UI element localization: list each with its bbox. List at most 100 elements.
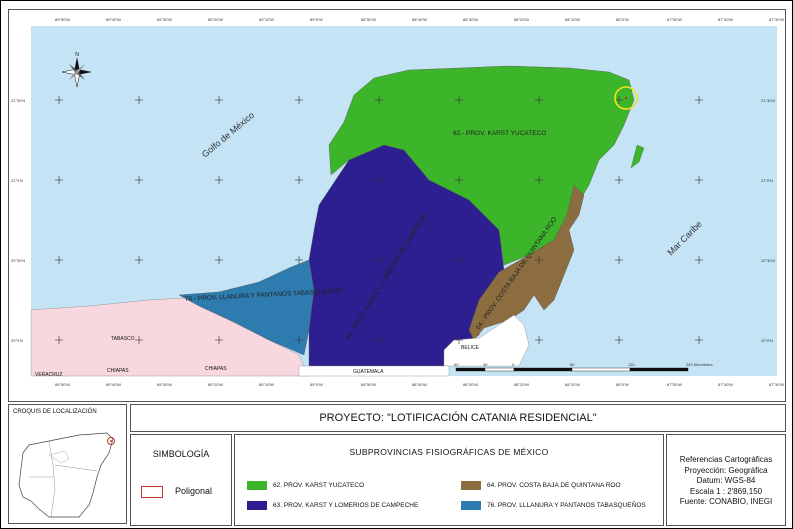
tick-label: 89°40'W xyxy=(106,382,121,387)
croquis-panel: CROQUIS DE LOCALIZACIÓN xyxy=(8,404,127,524)
svg-text:N: N xyxy=(75,52,79,58)
legend-swatch xyxy=(247,501,267,510)
tick-label: 89°20'W xyxy=(208,382,223,387)
region-costa-baja xyxy=(468,184,585,341)
tick-label: 88°40'W xyxy=(412,382,427,387)
subprovincias-panel: SUBPROVINCIAS FISIOGRÁFICAS DE MÉXICO 62… xyxy=(234,434,664,526)
region-karst-yucateco xyxy=(328,65,635,266)
scale-label: 60 xyxy=(454,362,459,367)
tick-label: 87°50'W xyxy=(667,382,682,387)
ref-line: Escala 1 : 2'869,150 xyxy=(689,486,763,496)
tick-label: 88°30'W xyxy=(463,17,478,22)
project-title: PROYECTO: "LOTIFICACIÓN CATANIA RESIDENC… xyxy=(130,404,786,432)
ref-line: Fuente: CONABIO, INEGI xyxy=(679,497,773,506)
scale-segment xyxy=(455,367,486,372)
tick-label: 88°30'W xyxy=(463,382,478,387)
tick-label: 87°40'W xyxy=(718,382,733,387)
legend-item-62: 62. PROV. KARST YUCATECO xyxy=(247,481,364,490)
place-veracruz: VERACRUZ xyxy=(35,372,63,378)
tick-label: 21°30'N xyxy=(761,98,775,103)
scale-label: 0 xyxy=(512,362,515,367)
croquis-title: CROQUIS DE LOCALIZACIÓN xyxy=(13,409,97,415)
tick-label: 89°30'W xyxy=(157,382,172,387)
legend-label: 64. PROV. COSTA BAJA DE QUINTANA ROO xyxy=(487,482,621,489)
tick-label: 87°30'W xyxy=(769,17,784,22)
scale-segment xyxy=(513,367,573,372)
ref-line: Datum: WGS-84 xyxy=(696,476,756,485)
legend-swatch xyxy=(247,481,267,490)
bottom-panel: CROQUIS DE LOCALIZACIÓN PROYECTO: "LOTIF… xyxy=(8,404,786,526)
scale-label: 120 xyxy=(628,362,635,367)
tick-label: 20°0'N xyxy=(11,338,23,343)
tick-label: 89°0'W xyxy=(310,17,323,22)
legend-swatch xyxy=(461,501,481,510)
scale-label: 60 xyxy=(570,362,575,367)
tick-label: 87°50'W xyxy=(667,17,682,22)
tick-label: 89°50'W xyxy=(55,382,70,387)
land-guatemala xyxy=(298,365,450,377)
tick-label: 89°50'W xyxy=(55,17,70,22)
tick-label: 20°0'N xyxy=(761,338,773,343)
tick-label: 88°50'W xyxy=(361,17,376,22)
right-tick-labels: 21°30'N 21°0'N 20°30'N 20°0'N xyxy=(761,98,775,343)
simbologia-title: SIMBOLOGÍA xyxy=(152,449,210,459)
legend-label: 62. PROV. KARST YUCATECO xyxy=(273,482,365,489)
croquis-map xyxy=(18,432,115,518)
tick-label: 88°0'W xyxy=(616,382,629,387)
legend-item-76: 76. PROV. LLLANURA Y PANTANOS TABASQUEÑO… xyxy=(461,501,646,510)
tick-label: 21°0'N xyxy=(761,178,773,183)
scale-segment xyxy=(629,367,689,372)
place-chiapas-2: CHIAPAS xyxy=(205,366,227,372)
legend-item-63: 63. PROV. KARST Y LOMERIOS DE CAMPECHE xyxy=(247,501,418,510)
legend-label: 76. PROV. LLLANURA Y PANTANOS TABASQUEÑO… xyxy=(487,502,646,509)
region-label-62: 62.- PROV. KARST YUCATECO xyxy=(453,130,546,137)
tick-label: 88°10'W xyxy=(565,382,580,387)
tick-label: 20°30'N xyxy=(761,258,775,263)
legend-item-64: 64. PROV. COSTA BAJA DE QUINTANA ROO xyxy=(461,481,621,490)
ref-line: Referencias Cartográficas xyxy=(679,455,773,464)
land-belice xyxy=(443,314,530,367)
place-guatemala: GUATEMALA xyxy=(353,369,384,375)
polygon-location-marker[interactable] xyxy=(614,86,638,110)
tick-label: 89°20'W xyxy=(208,17,223,22)
place-belice: BELICE xyxy=(461,345,479,351)
legend-swatch xyxy=(461,481,481,490)
simbologia-panel: SIMBOLOGÍA Poligonal xyxy=(130,434,232,526)
tick-label: 88°10'W xyxy=(565,17,580,22)
subprovincias-title: SUBPROVINCIAS FISIOGRÁFICAS DE MÉXICO xyxy=(349,447,549,457)
left-tick-labels: 21°30'N 21°0'N 20°30'N 20°0'N xyxy=(11,98,25,343)
ref-line: Proyección: Geográfica xyxy=(684,465,768,475)
legend-label: 63. PROV. KARST Y LOMERIOS DE CAMPECHE xyxy=(273,502,419,509)
tick-label: 88°0'W xyxy=(616,17,629,22)
scale-segment xyxy=(484,367,515,372)
tick-label: 88°20'W xyxy=(514,17,529,22)
tick-label: 21°30'N xyxy=(11,98,25,103)
land-tabasco-chiapas xyxy=(30,297,310,377)
tick-label: 20°30'N xyxy=(11,258,25,263)
tick-label: 89°10'W xyxy=(259,382,274,387)
tick-label: 87°30'W xyxy=(769,382,784,387)
tick-label: 89°40'W xyxy=(106,17,121,22)
place-chiapas-1: CHIAPAS xyxy=(107,368,129,374)
tick-label: 88°50'W xyxy=(361,382,376,387)
island-cozumel xyxy=(630,144,645,169)
scale-label: 30 xyxy=(483,362,488,367)
poligonal-swatch xyxy=(141,486,163,498)
north-arrow-icon: N xyxy=(61,52,92,88)
referencias-panel: Referencias Cartográficas Proyección: Ge… xyxy=(666,434,786,526)
polygon-point xyxy=(624,96,628,100)
tick-label: 89°30'W xyxy=(157,17,172,22)
tick-label: 87°40'W xyxy=(718,17,733,22)
tick-label: 88°20'W xyxy=(514,382,529,387)
tick-label: 88°40'W xyxy=(412,17,427,22)
graticule xyxy=(55,96,703,344)
tick-label: 21°0'N xyxy=(11,178,23,183)
tick-label: 89°0'W xyxy=(310,382,323,387)
bottom-tick-labels: 89°50'W 89°40'W 89°30'W 89°20'W 89°10'W 89°0'… xyxy=(55,382,784,387)
scale-segment xyxy=(571,367,631,372)
place-tabasco: TABASCO xyxy=(111,336,135,342)
